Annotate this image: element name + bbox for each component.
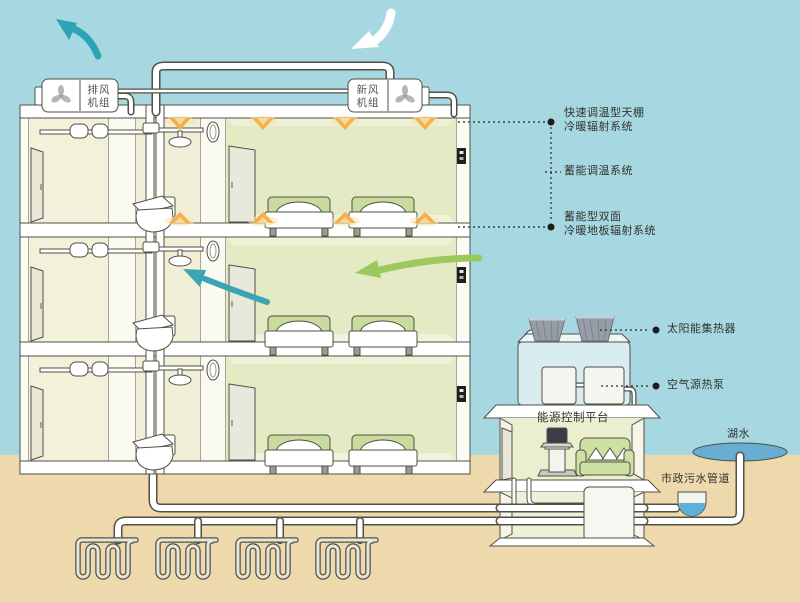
annotation-connectors — [458, 118, 660, 390]
storage-tank — [583, 486, 635, 542]
label-solar-collector: 太阳能集热器 — [667, 323, 736, 335]
ground-coil-heat-exchangers — [75, 537, 379, 580]
exhaust-fan-unit — [34, 78, 119, 113]
fresh-air-fan-label: 新风 机组 — [356, 84, 380, 109]
ground-background — [0, 455, 800, 602]
energy-control-house — [482, 316, 662, 547]
fresh-air-fan-unit — [347, 78, 430, 113]
air-source-heat-pumps — [541, 366, 637, 407]
exhaust-air-arrow — [56, 19, 102, 60]
label-municipal-sewage: 市政污水管道 — [661, 473, 730, 485]
laptop-screen — [546, 427, 568, 444]
sewage-container — [677, 491, 707, 517]
bathroom-riser-pipes — [145, 104, 165, 475]
underground-pipes — [113, 451, 745, 545]
label-floor-radiant-system: 蓄能型双面 冷暖地板辐射系统 — [564, 211, 656, 237]
rooftop-ducts — [115, 61, 458, 118]
sewage-water — [679, 503, 705, 516]
label-lake-water: 湖水 — [727, 428, 750, 440]
building — [19, 104, 471, 475]
label-ceiling-radiant-system: 快速调温型天棚 冷暖辐射系统 — [564, 107, 645, 133]
exhaust-fan-label: 排风 机组 — [87, 84, 111, 109]
house-door — [501, 427, 513, 481]
radiant-panels-floor1 — [165, 116, 440, 226]
label-energy-control-platform: 能源控制平台 — [537, 412, 609, 424]
indoor-teal-arrow — [183, 269, 270, 305]
label-thermal-storage-system: 蓄能调温系统 — [564, 165, 633, 177]
fresh-air-arrow — [351, 8, 396, 49]
sofa — [575, 437, 635, 477]
solar-collectors — [528, 316, 615, 342]
control-podium-laptop — [537, 427, 578, 477]
indoor-green-arrow — [355, 254, 483, 278]
label-air-source-heat-pump: 空气源热泵 — [667, 379, 725, 391]
